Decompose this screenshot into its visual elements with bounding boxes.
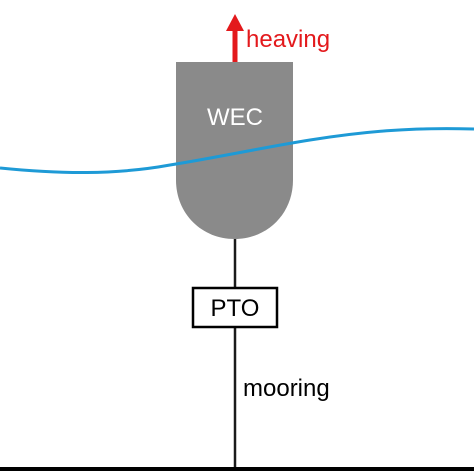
heave-arrowhead-up <box>226 14 244 31</box>
pto-label: PTO <box>211 295 260 322</box>
water-surface-wave <box>0 127 474 174</box>
pto-box <box>191 286 279 329</box>
heaving-label: heaving <box>246 26 330 53</box>
mooring-label: mooring <box>243 375 330 402</box>
wec-label: WEC <box>207 104 263 131</box>
wec-body <box>176 62 293 239</box>
